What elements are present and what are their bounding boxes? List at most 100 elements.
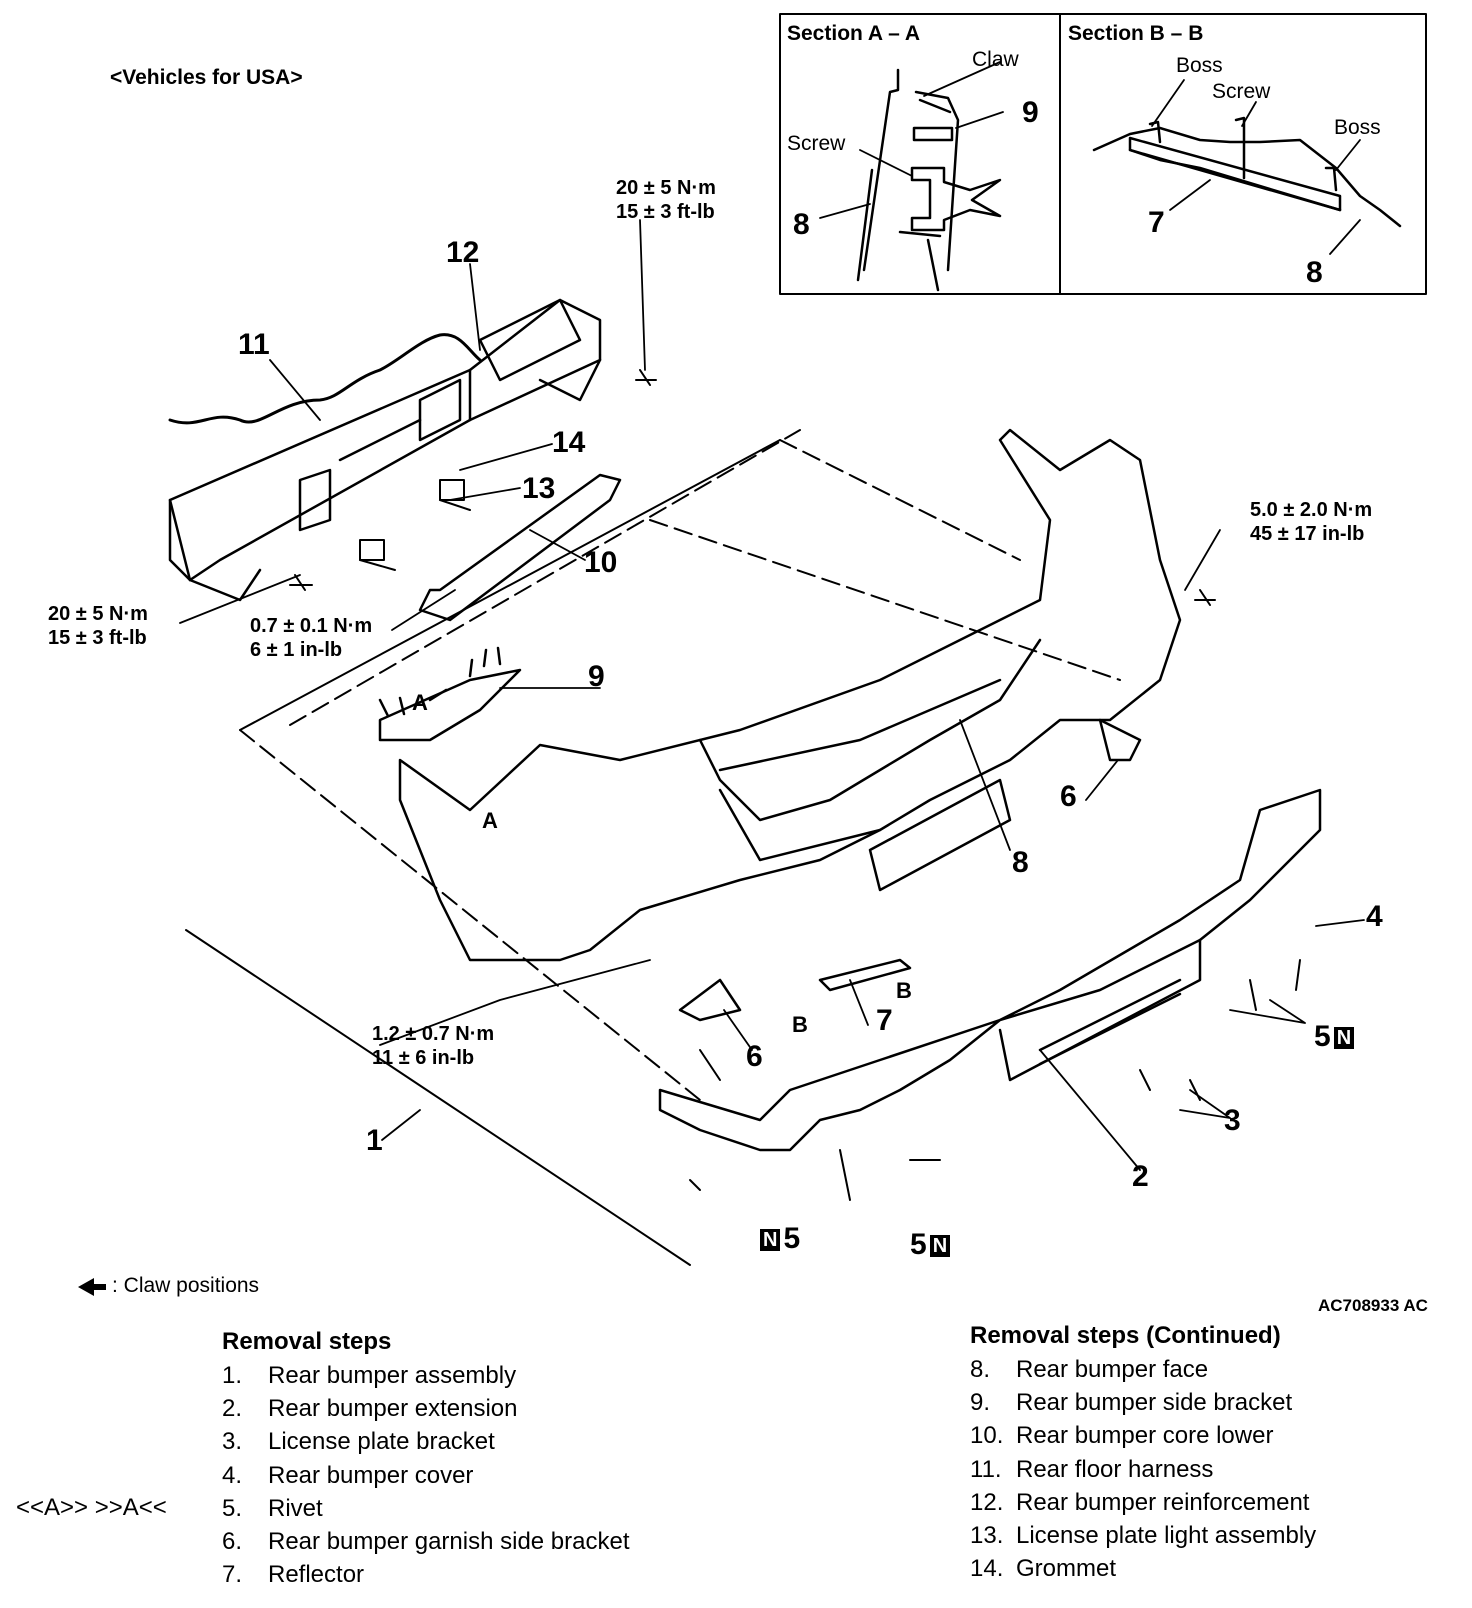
garnish-bracket-drawing — [678, 718, 1142, 1022]
step-label: Rivet — [268, 1494, 323, 1522]
section-a-title: Section A – A — [787, 22, 921, 45]
step-label: Reflector — [268, 1561, 365, 1589]
removal-step: 1. Rear bumper assembly — [222, 1362, 516, 1390]
step-number: 10. — [970, 1422, 1004, 1450]
section-b-boss-left-label: Boss — [1176, 54, 1223, 77]
callout-6-left: 6 — [746, 1040, 763, 1073]
procedure-marker: <<A>> >>A<< — [16, 1494, 167, 1521]
step-number: 6. — [222, 1528, 243, 1555]
step-label: Rear bumper core lower — [1016, 1422, 1274, 1450]
step-label: Rear bumper reinforcement — [1016, 1488, 1310, 1516]
callout-14: 14 — [552, 426, 586, 459]
step-number: 9. — [970, 1389, 991, 1417]
section-a-drawing — [856, 68, 1002, 292]
step-number: 3. — [222, 1428, 243, 1456]
removal-step: 8. Rear bumper face — [970, 1356, 1208, 1384]
step-label: Rear floor harness — [1016, 1455, 1214, 1483]
callout-11: 11 — [238, 328, 270, 361]
step-number: 4. — [222, 1461, 243, 1489]
removal-step: 4. Rear bumper cover — [222, 1462, 473, 1490]
callout-10: 10 — [584, 546, 618, 579]
section-b-callout-8: 8 — [1306, 256, 1323, 289]
section-marker-b-left: B — [792, 1012, 808, 1037]
callout-1: 1 — [366, 1124, 383, 1157]
new-part-mark: N — [760, 1229, 781, 1251]
new-part-mark: N — [1333, 1027, 1355, 1049]
new-part-mark: N — [929, 1235, 951, 1257]
section-b-box — [1059, 13, 1427, 295]
claw-legend-arrow — [78, 1278, 106, 1296]
step-number: 13. — [970, 1522, 1004, 1549]
step-label: Rear bumper assembly — [268, 1362, 517, 1389]
callout-2: 2 — [1132, 1160, 1149, 1193]
removal-step: 11. Rear floor harness — [970, 1456, 1213, 1484]
step-number: 8. — [970, 1356, 991, 1383]
callout-6-right: 6 — [1060, 780, 1077, 813]
bumper-extension-drawing — [658, 788, 1322, 1152]
section-a-claw-label: Claw — [972, 48, 1019, 71]
step-label: License plate bracket — [268, 1428, 495, 1456]
removal-step: 10. Rear bumper core lower — [970, 1422, 1273, 1450]
step-label: License plate light assembly — [1016, 1522, 1317, 1549]
step-label: Rear bumper cover — [268, 1461, 474, 1489]
claw-legend: : Claw positions — [112, 1274, 260, 1297]
reflector-drawing — [818, 958, 912, 992]
callout-7: 7 — [876, 1004, 893, 1037]
removal-step: 6. Rear bumper garnish side bracket — [222, 1528, 630, 1556]
vehicle-label: <Vehicles for USA> — [110, 66, 303, 89]
section-a-callout-8: 8 — [793, 208, 810, 241]
section-a-screw-label: Screw — [787, 132, 846, 155]
removal-step: 13. License plate light assembly — [970, 1522, 1316, 1550]
section-b-callout-7: 7 — [1148, 206, 1165, 239]
removal-step: 7. Reflector — [222, 1561, 364, 1589]
step-label: Rear bumper extension — [268, 1395, 518, 1423]
removal-step: 3. License plate bracket — [222, 1428, 495, 1456]
exploded-diagram — [78, 13, 1427, 1296]
callout-8: 8 — [1012, 846, 1029, 879]
removal-step: 14. Grommet — [970, 1555, 1116, 1583]
section-b-screw-label: Screw — [1212, 80, 1271, 103]
removal-step: 9. Rear bumper side bracket — [970, 1389, 1292, 1417]
step-number: 11. — [970, 1455, 1002, 1483]
step-label: Rear bumper garnish side bracket — [268, 1528, 630, 1555]
bumper-face-drawing — [398, 428, 1182, 962]
callout-13: 13 — [522, 472, 556, 505]
callout-9: 9 — [588, 660, 605, 693]
removal-steps-title: Removal steps — [222, 1328, 392, 1355]
callout-3: 3 — [1224, 1104, 1241, 1137]
section-a-callout-9: 9 — [1022, 96, 1039, 129]
core-lower-drawing — [418, 473, 622, 622]
removal-steps-continued-title: Removal steps (Continued) — [970, 1322, 1281, 1349]
step-number: 1. — [222, 1362, 243, 1389]
figure-code: AC708933 AC — [1318, 1296, 1428, 1315]
callout-4: 4 — [1366, 900, 1383, 933]
harness-drawing — [168, 333, 482, 425]
step-number: 7. — [222, 1561, 243, 1589]
step-number: 14. — [970, 1555, 1004, 1583]
section-b-title: Section B – B — [1068, 22, 1204, 45]
section-b-drawing — [1092, 116, 1402, 228]
step-number: 2. — [222, 1395, 243, 1423]
step-label: Rear bumper face — [1016, 1356, 1209, 1383]
callout-12: 12 — [446, 236, 480, 269]
removal-step: 2. Rear bumper extension — [222, 1395, 517, 1423]
fasteners-drawing — [289, 369, 1301, 1201]
section-marker-a-lower: A — [482, 808, 498, 833]
section-marker-a-upper: A — [412, 690, 428, 715]
removal-step: 5. Rivet — [222, 1495, 323, 1523]
side-bracket-drawing — [378, 668, 522, 742]
step-number: 12. — [970, 1488, 1004, 1516]
step-label: Grommet — [1016, 1555, 1117, 1583]
section-marker-b-right: B — [896, 978, 912, 1003]
step-number: 5. — [222, 1494, 243, 1522]
step-label: Rear bumper side bracket — [1016, 1389, 1293, 1417]
reinforcement-drawing — [168, 298, 602, 602]
